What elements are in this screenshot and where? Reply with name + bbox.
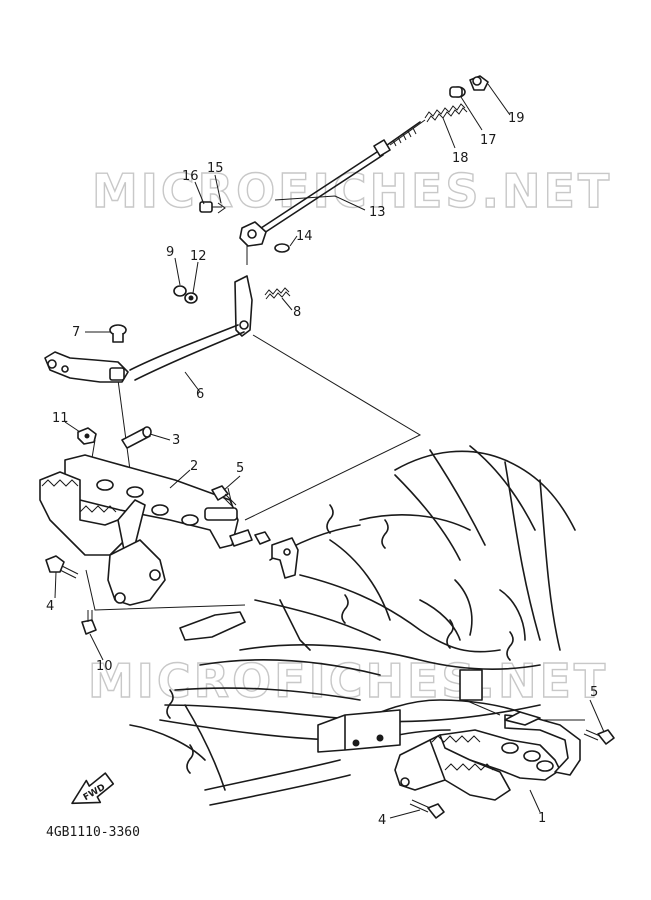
callout-7: 7 bbox=[72, 325, 80, 340]
assembly-lines bbox=[85, 245, 585, 721]
callout-9: 9 bbox=[166, 245, 174, 260]
nut-19 bbox=[469, 75, 489, 91]
linkage-bracket bbox=[271, 537, 299, 579]
footrest-left bbox=[39, 454, 271, 606]
callout-4-left: 4 bbox=[46, 599, 54, 614]
callout-5-right: 5 bbox=[590, 685, 598, 700]
callout-10: 10 bbox=[96, 659, 113, 674]
callout-6: 6 bbox=[196, 387, 204, 402]
callout-17: 17 bbox=[480, 133, 497, 148]
callout-16: 16 bbox=[182, 169, 199, 184]
callout-11: 11 bbox=[52, 411, 69, 426]
collar-3 bbox=[121, 426, 152, 449]
spring-8 bbox=[264, 287, 291, 300]
bolt-4-right bbox=[409, 799, 445, 819]
leader-lines bbox=[54, 83, 605, 819]
diagram-code: 4GB1110-3360 bbox=[46, 825, 140, 840]
callout-5-upper: 5 bbox=[236, 461, 244, 476]
bolt-4-left bbox=[45, 555, 79, 579]
callout-3: 3 bbox=[172, 433, 180, 448]
washers-9-12 bbox=[173, 285, 198, 304]
bolt-10 bbox=[81, 610, 97, 635]
brake-rod bbox=[254, 119, 426, 238]
callout-12: 12 bbox=[190, 249, 207, 264]
callout-2: 2 bbox=[190, 459, 198, 474]
callout-4-right: 4 bbox=[378, 813, 386, 828]
callout-15: 15 bbox=[207, 161, 224, 176]
callout-13: 13 bbox=[369, 205, 386, 220]
footrest-right bbox=[394, 711, 581, 801]
callout-18: 18 bbox=[452, 151, 469, 166]
rod-joint bbox=[199, 201, 290, 253]
watermark-top: MICROFICHES.NET bbox=[92, 164, 612, 218]
spring-18 bbox=[424, 103, 468, 123]
bolt-5-right bbox=[583, 729, 615, 745]
nut-11 bbox=[77, 427, 97, 445]
callout-1: 1 bbox=[538, 811, 546, 826]
callouts: 1 2 3 4 4 5 5 6 7 8 9 10 11 12 13 14 15 … bbox=[46, 111, 598, 828]
adjuster-17 bbox=[449, 86, 466, 98]
callout-14: 14 bbox=[296, 229, 313, 244]
brake-pedal bbox=[44, 275, 253, 383]
callout-8: 8 bbox=[293, 305, 301, 320]
pin-7 bbox=[109, 324, 127, 343]
frame bbox=[129, 445, 576, 806]
forward-arrow-icon: FWD bbox=[71, 772, 115, 805]
watermark-bottom: MICROFICHES.NET bbox=[88, 654, 608, 708]
callout-19: 19 bbox=[508, 111, 525, 126]
